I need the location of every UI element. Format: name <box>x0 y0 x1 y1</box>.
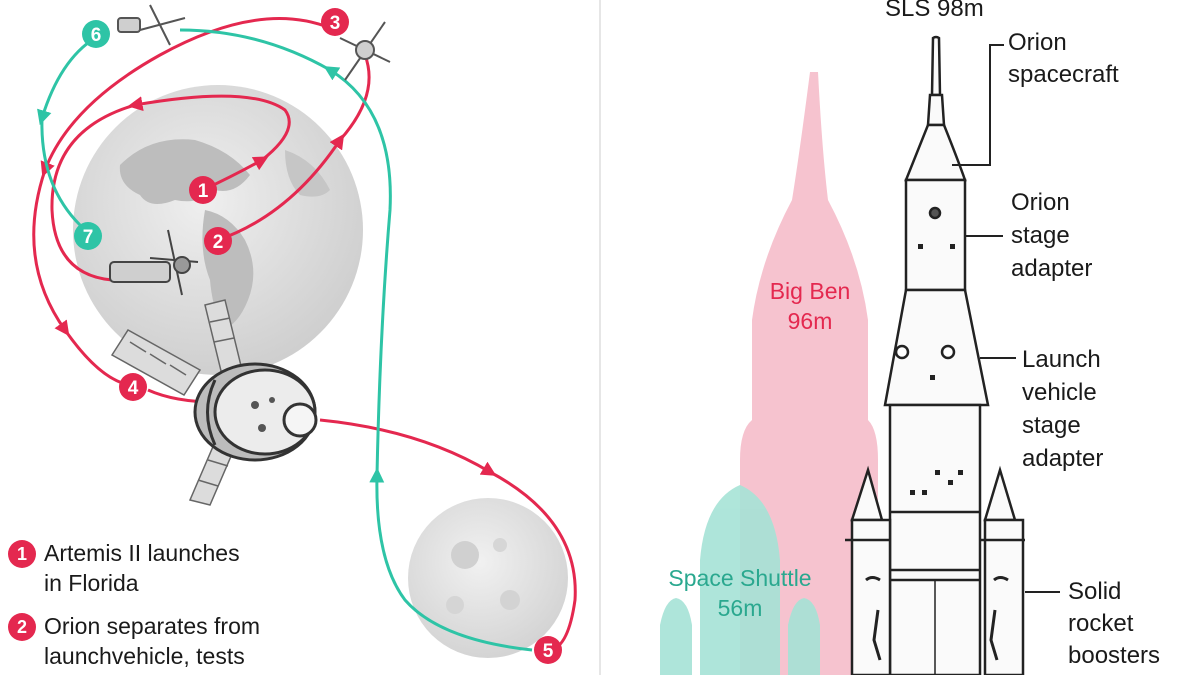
stop-7: 7 <box>74 222 102 250</box>
callout-orion-stage-adapter: Orion stage adapter <box>1011 189 1092 282</box>
legend-item-2: Orion separates from launchvehicle, test… <box>44 611 260 671</box>
spacecraft-icon-top <box>117 4 186 46</box>
orion-capsule-illustration <box>110 299 318 506</box>
callout-leaders <box>952 44 1060 593</box>
spacecraft-icon-right <box>339 21 391 81</box>
legend-badge-1: 1 <box>8 540 36 568</box>
rocket-dots <box>910 244 963 495</box>
moon <box>408 498 568 658</box>
legend-item-1-line2: in Florida <box>44 570 139 596</box>
legend-item-1-line1: Artemis II launches <box>44 540 240 566</box>
callout-launch-vehicle-stage-adapter: Launch vehicle stage adapter <box>1022 346 1107 472</box>
svg-text:2: 2 <box>213 232 224 253</box>
svg-text:3: 3 <box>330 13 341 34</box>
svg-text:5: 5 <box>543 641 554 662</box>
legend-badge-2: 2 <box>8 613 36 641</box>
stop-4: 4 <box>119 373 147 401</box>
callout-solid-rocket-boosters: Solid rocket boosters <box>1068 578 1160 669</box>
rocket-details <box>865 576 1009 661</box>
stop-2: 2 <box>204 227 232 255</box>
svg-text:4: 4 <box>128 378 139 399</box>
legend-item-2-line1: Orion separates from <box>44 613 261 639</box>
stop-6: 6 <box>82 20 110 48</box>
return-trajectory <box>37 28 533 652</box>
spacecraft-icon-earth <box>109 229 199 296</box>
stop-badges: 1 2 3 4 5 6 7 <box>74 8 562 664</box>
callout-orion-spacecraft: Orion spacecraft <box>1008 29 1119 88</box>
stop-3: 3 <box>321 8 349 36</box>
space-shuttle-height: 56m <box>717 595 763 621</box>
legend-item-1: Artemis II launches in Florida <box>44 538 240 598</box>
big-ben-name: Big Ben <box>769 278 851 304</box>
big-ben-label: Big Ben 96m <box>740 276 880 336</box>
stop-5: 5 <box>534 636 562 664</box>
space-shuttle-silhouette <box>660 485 820 675</box>
big-ben-height: 96m <box>787 308 833 334</box>
space-shuttle-name: Space Shuttle <box>668 565 812 591</box>
mission-map: 1 2 3 4 5 6 7 <box>32 4 577 664</box>
svg-text:6: 6 <box>91 25 102 46</box>
stop-1: 1 <box>189 176 217 204</box>
big-ben-silhouette <box>740 72 878 675</box>
sls-rocket-illustration <box>845 35 1025 675</box>
svg-text:1: 1 <box>198 181 209 202</box>
space-shuttle-label: Space Shuttle 56m <box>645 563 835 623</box>
svg-text:7: 7 <box>83 227 94 248</box>
sls-height-label: SLS 98m <box>885 0 984 22</box>
height-comparison: SLS 98m Orion spacecraft Orion stage ada… <box>660 0 1160 675</box>
legend-item-2-line2: launchvehicle, tests <box>44 643 245 669</box>
